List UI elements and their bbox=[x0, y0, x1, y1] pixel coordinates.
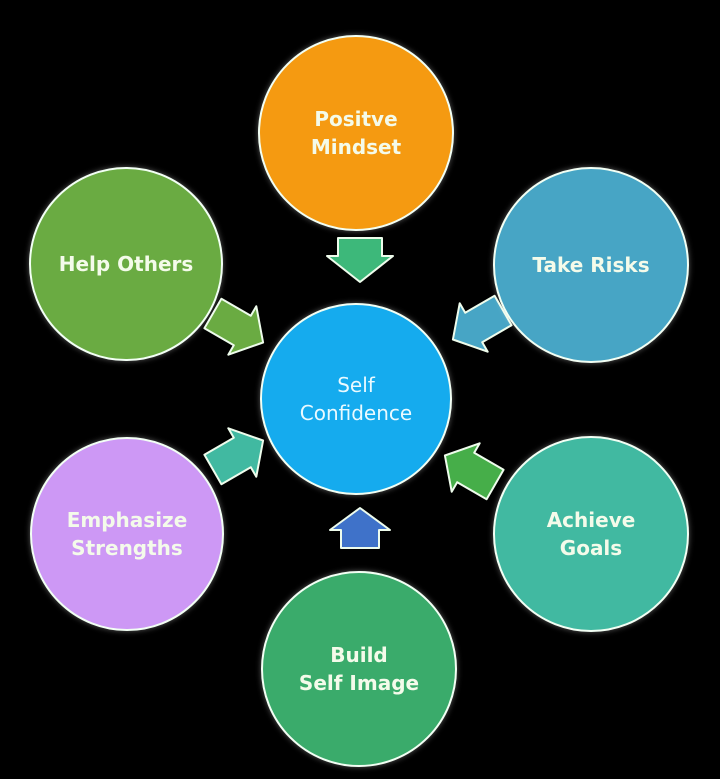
arrow-emphasize-strengths bbox=[203, 427, 265, 486]
node-help-others: Help Others bbox=[29, 167, 223, 361]
arrow-positive-mindset bbox=[326, 237, 394, 283]
center-node-self-confidence: Self Confidence bbox=[260, 303, 452, 495]
node-achieve-goals: Achieve Goals bbox=[493, 436, 689, 632]
node-label: Emphasize Strengths bbox=[66, 508, 188, 560]
node-label: Help Others bbox=[58, 252, 194, 276]
node-take-risks: Take Risks bbox=[493, 167, 689, 363]
node-build-self-image: Build Self Image bbox=[261, 571, 457, 767]
arrow-help-others bbox=[203, 297, 265, 356]
node-emphasize-strengths: Emphasize Strengths bbox=[30, 437, 224, 631]
node-label: Positve Mindset bbox=[310, 107, 402, 159]
center-label: Self Confidence bbox=[299, 373, 413, 425]
arrow-build-self-image bbox=[329, 507, 391, 549]
arrow-achieve-goals bbox=[443, 442, 505, 501]
node-positive-mindset: Positve Mindset bbox=[258, 35, 454, 231]
node-label: Build Self Image bbox=[298, 643, 420, 695]
node-label: Take Risks bbox=[532, 253, 650, 277]
arrow-take-risks bbox=[451, 294, 513, 353]
node-label: Achieve Goals bbox=[546, 508, 636, 560]
